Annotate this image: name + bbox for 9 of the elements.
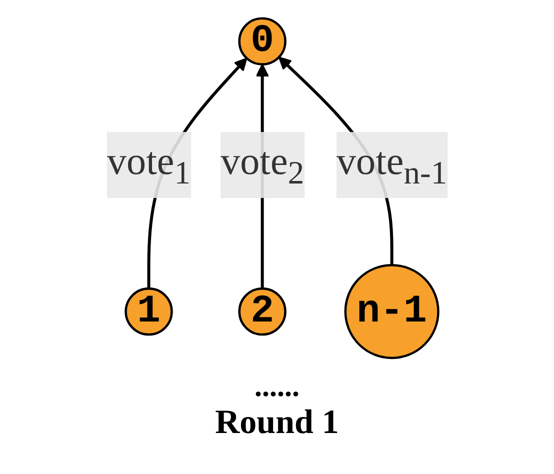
node-circle: 0: [238, 17, 286, 66]
node-circle: 1: [124, 287, 173, 336]
node-circle: 2: [238, 287, 286, 336]
caption: Round 1: [215, 404, 339, 442]
node-circle: n-1: [344, 264, 440, 360]
ellipsis-label: ......: [254, 370, 300, 404]
edge-label: vote$_{1}$: [106, 139, 190, 191]
edge-label: vote$_{n-1}$: [336, 139, 448, 191]
edge-label: vote$_{2}$: [220, 139, 304, 191]
